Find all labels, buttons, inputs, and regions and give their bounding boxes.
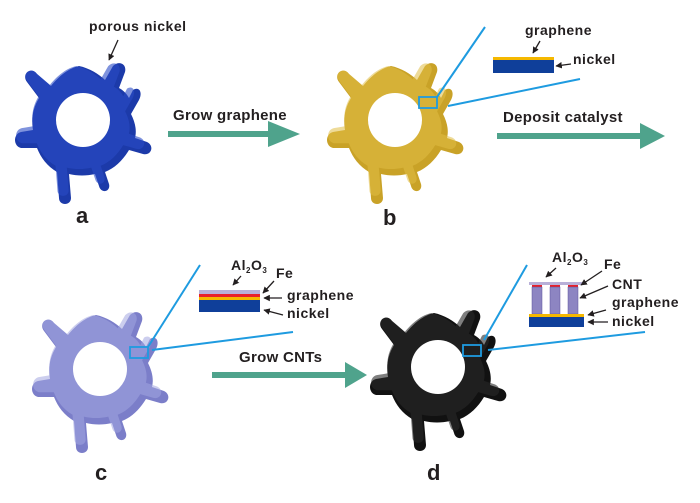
cnt-forest (531, 285, 579, 315)
nickel-layer (493, 60, 554, 73)
fe-pointer-c (262, 280, 275, 294)
step-grow-graphene: Grow graphene (168, 107, 300, 147)
cnt-label-d: CNT (612, 276, 642, 292)
cnt-tube (531, 286, 543, 315)
al2o3-label-d: Al2O3 (552, 249, 588, 267)
nickel-label-c: nickel (287, 305, 330, 321)
zoom-line-top-b (436, 26, 486, 98)
al2o3-layer (199, 290, 260, 294)
graphene-layer (199, 297, 260, 300)
pore-a (56, 93, 110, 147)
panel-label-c: c (95, 460, 107, 485)
cnt-tube (567, 286, 579, 315)
step-label-grow-graphene: Grow graphene (173, 107, 287, 124)
panel-label-b: b (383, 205, 396, 230)
graphene-layer (493, 57, 554, 60)
step-label-deposit-catalyst: Deposit catalyst (503, 109, 623, 126)
panel-a-porous-nickel: porous nickel a (15, 18, 187, 228)
panel-label-d: d (427, 460, 440, 485)
fe-layer (199, 294, 260, 297)
panel-b-graphene-on-nickel: graphene nickel b (327, 22, 616, 230)
graphene-layer (529, 314, 584, 317)
graphene-pointer-b (532, 40, 541, 54)
nickel-layer (529, 317, 584, 327)
zoom-box-d (462, 344, 482, 357)
porous-nickel-label: porous nickel (89, 18, 187, 34)
al2o3-layer (529, 282, 584, 285)
arrow-shaft (168, 131, 268, 137)
fe-particle (532, 285, 542, 287)
fe-particle (550, 285, 560, 287)
pore-b (368, 93, 422, 147)
porous-nickel-pointer (108, 39, 119, 61)
graphene-label-c: graphene (287, 287, 354, 303)
arrow-shaft (497, 133, 640, 139)
graphene-label-d: graphene (612, 294, 679, 310)
panel-d-cnt-grown: Al2O3 Fe CNT graphene nickel d (370, 249, 679, 485)
al2o3-pointer-d (545, 267, 557, 278)
step-deposit-catalyst: Deposit catalyst (497, 109, 665, 149)
nickel-layer (199, 300, 260, 312)
pore-c (73, 342, 127, 396)
zoom-box-c (129, 346, 149, 359)
graphene-pointer-d (587, 309, 607, 317)
step-label-grow-cnts: Grow CNTs (239, 349, 322, 366)
nickel-pointer-b (555, 62, 572, 69)
zoom-line-top-d (483, 264, 528, 341)
zoom-line-bottom-b (447, 78, 581, 107)
pore-d (411, 340, 465, 394)
fe-label-d: Fe (604, 256, 621, 272)
graphene-label-b: graphene (525, 22, 592, 38)
zoom-line-bottom-d (487, 331, 646, 351)
arrow-head (345, 362, 367, 388)
arrow-head (268, 121, 300, 147)
fe-particle (568, 285, 578, 287)
fe-label-c: Fe (276, 265, 293, 281)
arrow-shaft (212, 372, 345, 378)
panel-label-a: a (76, 203, 89, 228)
nickel-label-d: nickel (612, 313, 655, 329)
panel-c-catalyst-coated: Al2O3 Fe graphene nickel c (32, 257, 354, 485)
nickel-pointer-c (263, 308, 284, 316)
cnt-pointer-d (579, 285, 609, 299)
zoom-line-top-c (147, 264, 201, 348)
al2o3-label-c: Al2O3 (231, 257, 267, 275)
zoom-box-b (418, 96, 438, 109)
fe-pointer-d (580, 270, 603, 286)
step-grow-cnts: Grow CNTs (212, 349, 367, 388)
zoom-line-bottom-c (151, 331, 294, 351)
al2o3-pointer-c (232, 275, 242, 286)
nickel-label-b: nickel (573, 51, 616, 67)
arrow-head (640, 123, 665, 149)
cnt-tube (549, 286, 561, 315)
